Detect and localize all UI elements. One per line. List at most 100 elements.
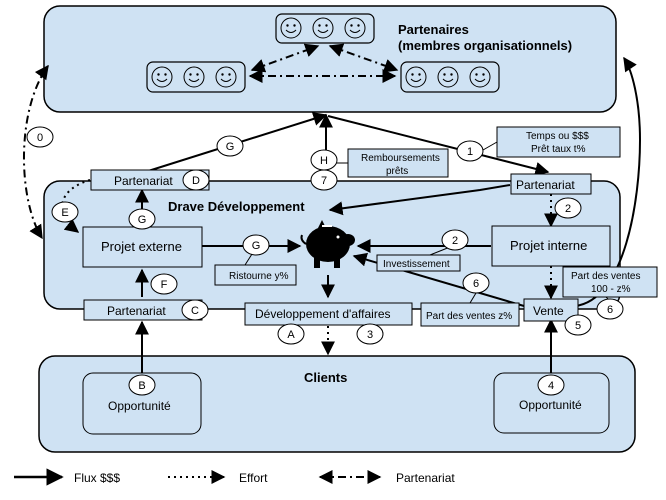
smiley-face-icon <box>405 66 427 88</box>
marker-c: C <box>181 299 209 321</box>
marker-7: 7 <box>310 169 338 191</box>
svg-text:Partenariat: Partenariat <box>107 304 166 318</box>
svg-text:2: 2 <box>565 203 571 215</box>
partnership-links <box>248 43 399 83</box>
svg-text:F: F <box>161 279 168 291</box>
svg-text:D: D <box>192 175 200 187</box>
svg-text:1: 1 <box>467 146 473 158</box>
svg-text:A: A <box>287 329 295 341</box>
callout-remboursements: Remboursements prêts <box>336 148 449 178</box>
callout-part-100: Part des ventes 100 - z% <box>562 266 658 302</box>
projet-externe-box: Projet externe <box>82 226 203 268</box>
smiley-face-icon <box>469 66 491 88</box>
smiley-face-icon <box>183 66 205 88</box>
legend: Flux $$$ Effort Partenariat <box>14 468 455 486</box>
marker-e: E <box>51 201 79 223</box>
svg-text:G: G <box>138 214 147 226</box>
smiley-face-icon <box>312 17 334 39</box>
marker-a: A <box>277 323 305 345</box>
svg-text:Temps ou $$$: Temps ou $$$ <box>526 131 589 142</box>
partners-title: Partenaires <box>398 22 469 37</box>
smiley-face-icon <box>280 17 302 39</box>
svg-text:5: 5 <box>575 320 581 332</box>
marker-6-right: 6 <box>596 298 624 320</box>
legend-flux: Flux $$$ <box>14 468 120 486</box>
callout-investissement: Investissement <box>376 246 461 272</box>
svg-text:6: 6 <box>473 278 479 290</box>
projet-interne-box: Projet interne <box>491 225 611 267</box>
svg-text:4: 4 <box>548 380 554 392</box>
partner-group-right <box>400 61 500 93</box>
vente-box: Vente <box>523 298 579 322</box>
marker-f: F <box>150 273 178 295</box>
partner-group-top <box>275 13 375 44</box>
svg-text:E: E <box>61 207 68 219</box>
svg-text:7: 7 <box>321 175 327 187</box>
drave-title: Drave Développement <box>168 199 305 214</box>
marker-1: 1 <box>456 140 484 162</box>
marker-g-top: G <box>216 135 244 157</box>
partenariat-right-box: Partenariat <box>510 173 592 195</box>
svg-text:0: 0 <box>37 132 43 144</box>
svg-text:Développement d'affaires: Développement d'affaires <box>255 307 391 321</box>
svg-text:Opportunité: Opportunité <box>108 399 171 413</box>
svg-text:3: 3 <box>367 329 373 341</box>
svg-text:Investissement: Investissement <box>383 259 450 270</box>
effort-arrows <box>61 179 558 356</box>
marker-h: H <box>310 149 338 171</box>
marker-3: 3 <box>356 323 384 345</box>
marker-5: 5 <box>564 314 592 336</box>
clients-title: Clients <box>304 370 347 385</box>
svg-text:Partenariat: Partenariat <box>114 174 173 188</box>
marker-4: 4 <box>537 374 565 396</box>
partner-group-left <box>146 61 246 93</box>
svg-text:Projet interne: Projet interne <box>510 238 587 253</box>
svg-text:Projet externe: Projet externe <box>101 239 182 254</box>
callout-ristourne: Ristourne y% <box>214 253 297 286</box>
opportunite-right-box: Opportunité <box>493 372 610 434</box>
svg-text:G: G <box>226 141 235 153</box>
developpement-affaires-box: Développement d'affaires <box>244 302 413 326</box>
smiley-face-icon <box>344 17 366 39</box>
piggy-bank-icon <box>300 220 355 268</box>
smiley-face-icon <box>437 66 459 88</box>
svg-text:G: G <box>252 240 261 252</box>
partnership-link-0 <box>23 64 49 240</box>
marker-0: 0 <box>26 126 54 148</box>
svg-text:Part des ventes z%: Part des ventes z% <box>426 311 512 322</box>
opportunite-left-box: Opportunité <box>82 372 202 435</box>
svg-text:100 - z%: 100 - z% <box>591 284 631 295</box>
svg-text:B: B <box>138 380 145 392</box>
legend-effort: Effort <box>168 470 268 485</box>
svg-text:Vente: Vente <box>533 304 564 318</box>
svg-text:Opportunité: Opportunité <box>519 398 582 412</box>
svg-text:2: 2 <box>452 235 458 247</box>
svg-text:H: H <box>320 155 328 167</box>
svg-text:Remboursements: Remboursements <box>361 153 440 164</box>
marker-d: D <box>182 169 210 191</box>
callout-part-z: Part des ventes z% <box>420 292 520 327</box>
svg-text:Part des ventes: Part des ventes <box>571 271 640 282</box>
partenariat-d-box: Partenariat <box>90 169 210 191</box>
svg-text:C: C <box>191 305 199 317</box>
callout-temps-pret: Temps ou $$$ Prêt taux t% <box>482 126 621 158</box>
legend-partenariat: Partenariat <box>318 470 455 485</box>
smiley-face-icon <box>151 66 173 88</box>
svg-text:Prêt taux t%: Prêt taux t% <box>531 144 586 155</box>
marker-2-top: 2 <box>554 197 582 219</box>
marker-b: B <box>128 374 156 396</box>
partners-subtitle: (membres organisationnels) <box>398 38 572 53</box>
svg-text:6: 6 <box>607 304 613 316</box>
smiley-face-icon <box>215 66 237 88</box>
svg-text:Partenariat: Partenariat <box>516 178 575 192</box>
svg-text:Ristourne y%: Ristourne y% <box>229 271 289 282</box>
partenariat-c-box: Partenariat <box>83 299 203 321</box>
marker-6-left: 6 <box>462 272 490 294</box>
svg-text:Partenariat: Partenariat <box>396 471 455 485</box>
svg-text:Effort: Effort <box>239 471 268 485</box>
marker-g-mid: G <box>128 208 156 230</box>
svg-text:Flux $$$: Flux $$$ <box>74 471 120 485</box>
marker-g-right: G <box>242 234 270 256</box>
marker-2-mid: 2 <box>441 229 469 251</box>
